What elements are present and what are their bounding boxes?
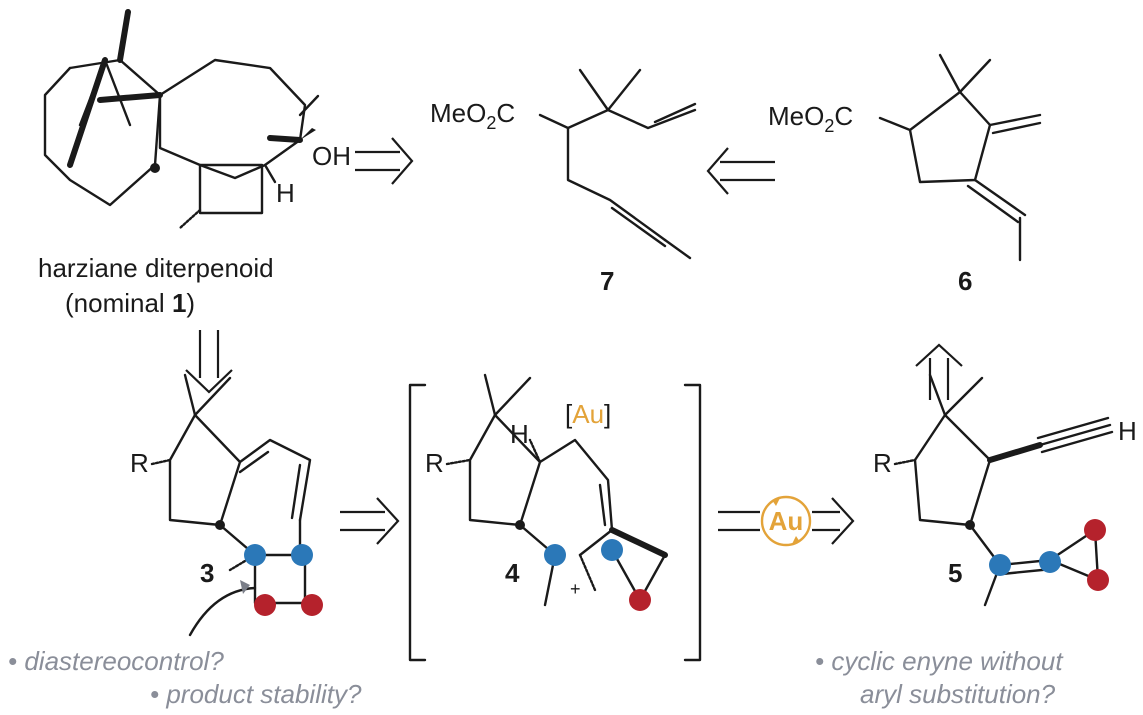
retro-arrow-5-to-6	[915, 343, 963, 400]
retro-arrow-3-to-4	[340, 497, 400, 545]
compound-1-subtitle: (nominal 1)	[65, 288, 195, 318]
cmpd5-r-label: R	[873, 448, 892, 478]
cmpd4-plus-charge: +	[570, 579, 581, 599]
compound-3-structure: R 3	[130, 373, 323, 637]
note-cyclic-enyne: • cyclic enyne without	[815, 646, 1064, 676]
compound-1-name: harziane diterpenoid	[38, 253, 274, 283]
cmpd5-h-label: H	[1118, 416, 1137, 446]
compound-6-structure: MeO2C 6	[768, 53, 1042, 296]
retro-arrow-1-to-7	[355, 137, 414, 185]
au-catalysis-arrow: Au	[718, 495, 855, 547]
compound-6-number: 6	[958, 266, 972, 296]
compound-5-number: 5	[948, 558, 962, 588]
cmpd4-h-label: H	[510, 419, 529, 449]
au-catalyst-label: Au	[769, 506, 804, 536]
oh-label: OH	[312, 141, 351, 171]
compound-7-structure: MeO2C 7	[430, 68, 697, 296]
compound-4-number: 4	[505, 558, 520, 588]
note-aryl-substitution: aryl substitution?	[860, 679, 1056, 709]
cmpd7-ester: MeO2C	[430, 98, 515, 133]
note-diastereocontrol: • diastereocontrol?	[8, 646, 224, 676]
h-label-cmpd1: H	[276, 178, 295, 208]
cmpd3-r-label: R	[130, 448, 149, 478]
retro-arrow-1-to-3	[185, 330, 233, 394]
retro-arrow-7-from-6	[706, 147, 775, 195]
note-product-stability: • product stability?	[150, 679, 362, 709]
compound-4-structure: R H [Au] + 4	[408, 373, 702, 662]
compound-7-number: 7	[600, 266, 614, 296]
compound-1-structure: OH H	[43, 9, 351, 230]
cmpd4-au-ligand: [Au]	[565, 399, 611, 429]
compound-3-number: 3	[200, 558, 214, 588]
cmpd6-ester: MeO2C	[768, 101, 853, 136]
compound-5-structure: R H 5	[873, 373, 1137, 607]
cmpd4-r-label: R	[425, 448, 444, 478]
